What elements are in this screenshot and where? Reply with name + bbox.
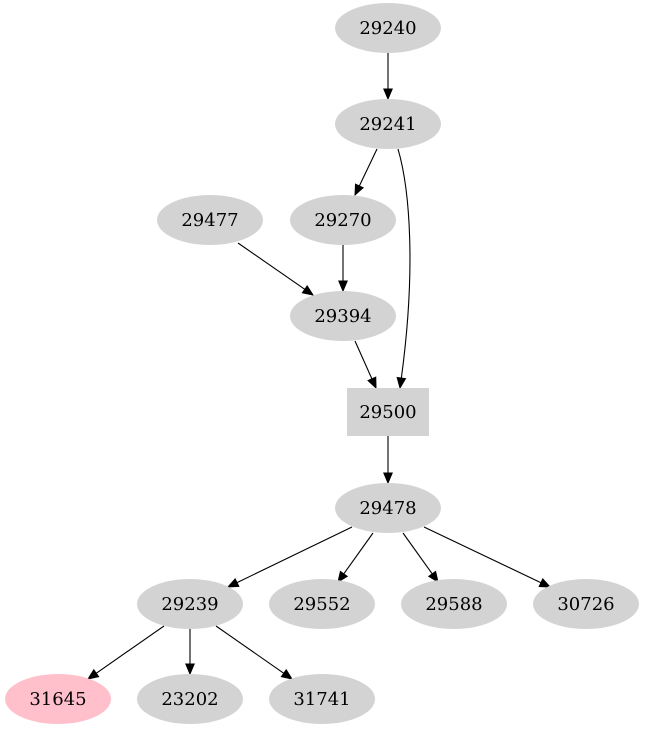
node-29239[interactable]: 29239 <box>137 579 243 629</box>
node-label: 29500 <box>359 402 416 423</box>
node-ellipse <box>335 3 441 53</box>
node-ellipse <box>5 674 111 724</box>
edge-29478-to-29552 <box>337 532 374 584</box>
node-label: 29240 <box>359 18 416 39</box>
node-29241[interactable]: 29241 <box>335 99 441 149</box>
node-ellipse <box>157 195 263 245</box>
node-label: 29239 <box>161 594 218 615</box>
node-label: 29552 <box>293 594 350 615</box>
node-label: 29477 <box>181 210 238 231</box>
node-29477[interactable]: 29477 <box>157 195 263 245</box>
nodes-layer: 29240 29241 29477 29270 29394 29500 29478 29239… <box>5 3 639 724</box>
arrowhead <box>354 183 364 197</box>
arrowhead <box>337 570 349 584</box>
node-ellipse <box>137 579 243 629</box>
edge-line <box>215 625 285 674</box>
edge-line <box>343 532 374 575</box>
node-ellipse <box>335 99 441 149</box>
node-ellipse <box>533 579 639 629</box>
node-ellipse <box>290 195 396 245</box>
node-29478[interactable]: 29478 <box>335 483 441 533</box>
edge-29240-to-29241 <box>383 53 393 101</box>
arrowhead <box>301 284 315 296</box>
edge-line <box>402 532 433 575</box>
edge-29241-to-29270 <box>354 148 378 197</box>
node-ellipse <box>401 579 507 629</box>
node-label: 29241 <box>359 114 416 135</box>
edge-29241-to-29500 <box>396 148 411 390</box>
node-label: 23202 <box>161 689 218 710</box>
edge-line <box>397 148 411 379</box>
arrowhead <box>185 663 195 676</box>
arrowhead <box>538 578 552 588</box>
node-label: 31741 <box>293 689 350 710</box>
node-ellipse <box>290 291 396 341</box>
edge-29239-to-31645 <box>86 625 165 680</box>
node-30726[interactable]: 30726 <box>533 579 639 629</box>
edge-line <box>237 242 306 290</box>
edge-29477-to-29394 <box>237 242 315 296</box>
arrowhead <box>367 376 377 390</box>
node-ellipse <box>269 674 375 724</box>
edge-29478-to-29239 <box>226 526 353 588</box>
node-box <box>347 388 429 436</box>
edge-29478-to-30726 <box>423 526 552 588</box>
node-label: 29270 <box>314 210 371 231</box>
arrowhead <box>396 376 407 390</box>
node-label: 29588 <box>425 594 482 615</box>
edge-line <box>358 148 378 187</box>
edge-29500-to-29478 <box>383 436 393 485</box>
node-ellipse <box>335 483 441 533</box>
node-31741[interactable]: 31741 <box>269 674 375 724</box>
edge-29394-to-29500 <box>354 340 377 390</box>
node-29240[interactable]: 29240 <box>335 3 441 53</box>
arrowhead <box>383 472 393 485</box>
arrowhead <box>383 88 393 101</box>
arrowhead <box>427 570 439 584</box>
edge-29270-to-29394 <box>338 245 348 293</box>
node-ellipse <box>269 579 375 629</box>
node-label: 29394 <box>314 306 371 327</box>
edges-layer <box>86 53 552 680</box>
edge-29239-to-31741 <box>215 625 294 680</box>
arrowhead <box>280 668 294 680</box>
arrowhead <box>338 280 348 293</box>
node-31645[interactable]: 31645 <box>5 674 111 724</box>
node-23202[interactable]: 23202 <box>137 674 243 724</box>
node-29500[interactable]: 29500 <box>347 388 429 436</box>
node-label: 30726 <box>557 594 614 615</box>
node-29588[interactable]: 29588 <box>401 579 507 629</box>
edge-line <box>236 526 353 584</box>
arrowhead <box>86 668 100 680</box>
edge-line <box>95 625 165 674</box>
node-label: 29478 <box>359 498 416 519</box>
node-label: 31645 <box>29 689 86 710</box>
node-29394[interactable]: 29394 <box>290 291 396 341</box>
node-29270[interactable]: 29270 <box>290 195 396 245</box>
node-ellipse <box>137 674 243 724</box>
edge-line <box>423 526 542 584</box>
arrowhead <box>226 577 240 588</box>
edge-line <box>354 340 373 380</box>
edge-29478-to-29588 <box>402 532 439 584</box>
node-29552[interactable]: 29552 <box>269 579 375 629</box>
edge-29239-to-23202 <box>185 629 195 676</box>
